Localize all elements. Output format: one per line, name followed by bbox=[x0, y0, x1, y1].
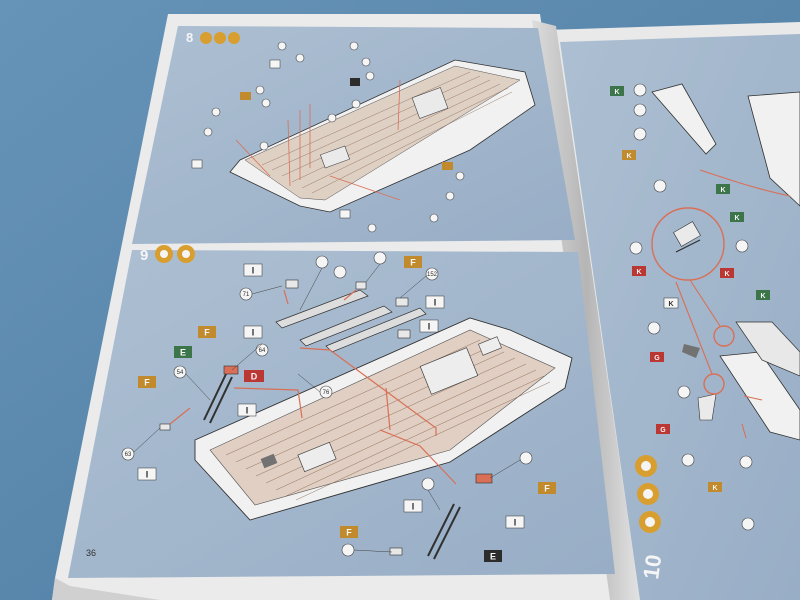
step10-icons bbox=[635, 455, 661, 533]
svg-text:K: K bbox=[760, 293, 765, 300]
svg-text:I: I bbox=[428, 322, 431, 332]
tag-f-right-mid: F bbox=[538, 482, 556, 494]
svg-text:E: E bbox=[490, 552, 496, 562]
svg-text:I: I bbox=[412, 502, 415, 512]
svg-text:I: I bbox=[434, 298, 437, 308]
svg-text:F: F bbox=[204, 328, 210, 338]
tag-f-upper: F bbox=[198, 326, 216, 338]
tag-k-5: K bbox=[632, 266, 646, 276]
step10-panel bbox=[560, 34, 800, 600]
step9-number: 9 bbox=[140, 247, 148, 264]
svg-text:G: G bbox=[654, 355, 660, 362]
svg-text:E: E bbox=[180, 348, 186, 358]
step10-callouts bbox=[629, 83, 755, 531]
tag-k-8: K bbox=[708, 482, 722, 492]
svg-text:F: F bbox=[544, 484, 550, 494]
tag-k-2: K bbox=[622, 150, 636, 160]
tag-e-upper: E bbox=[174, 346, 192, 358]
part-number-71: 71 bbox=[243, 292, 250, 298]
svg-text:D: D bbox=[251, 372, 258, 382]
step8-leader-lines bbox=[235, 79, 401, 201]
step9-hull-drawing bbox=[194, 317, 573, 521]
tag-i-8: I bbox=[403, 499, 423, 513]
left-page-shadow bbox=[52, 578, 160, 600]
tag-f-right-top: F bbox=[404, 256, 422, 268]
svg-text:F: F bbox=[144, 378, 150, 388]
svg-text:K: K bbox=[712, 485, 717, 492]
tag-i-7: I bbox=[505, 515, 525, 529]
svg-text:K: K bbox=[724, 271, 729, 278]
tag-k-9: K bbox=[663, 297, 679, 309]
step10-boat-parts bbox=[651, 83, 800, 441]
tag-i-5: I bbox=[243, 263, 263, 277]
tag-k-1: K bbox=[610, 86, 624, 96]
part-number-76: 76 bbox=[323, 390, 330, 396]
step10-arrows bbox=[675, 169, 791, 439]
step9-ladder-upper bbox=[203, 365, 239, 424]
step10-sprue-tags: K K K K K K K G bbox=[610, 86, 770, 492]
svg-text:I: I bbox=[146, 470, 149, 480]
step9-sprue-tags: E F F D I I I I bbox=[137, 256, 556, 562]
tag-k-7: K bbox=[756, 290, 770, 300]
step9-icons bbox=[155, 245, 195, 263]
step9-part-numbers: 54 63 64 71 76 152 bbox=[125, 272, 438, 458]
step8-tags bbox=[191, 59, 453, 219]
svg-text:K: K bbox=[720, 187, 725, 194]
tag-k-4: K bbox=[730, 212, 744, 222]
tag-i-3: I bbox=[425, 295, 445, 309]
tag-k-6: K bbox=[720, 268, 734, 278]
svg-text:G: G bbox=[660, 427, 666, 434]
step8-hull-drawing bbox=[229, 59, 536, 213]
svg-text:K: K bbox=[668, 301, 673, 308]
tag-f-lower: F bbox=[340, 526, 358, 538]
step8-icons bbox=[200, 32, 240, 44]
tag-f-left: F bbox=[138, 376, 156, 388]
step9-small-parts bbox=[159, 279, 411, 556]
step9-callout-leaders bbox=[133, 263, 521, 553]
svg-text:I: I bbox=[252, 328, 255, 338]
part-number-63: 63 bbox=[125, 452, 132, 458]
tag-i-2: I bbox=[137, 467, 157, 481]
tag-k-3: K bbox=[716, 184, 730, 194]
tag-d: D bbox=[244, 370, 264, 382]
step8-number: 8 bbox=[186, 30, 193, 45]
part-number-152: 152 bbox=[427, 272, 438, 278]
svg-text:K: K bbox=[734, 215, 739, 222]
svg-text:K: K bbox=[636, 269, 641, 276]
svg-text:I: I bbox=[246, 406, 249, 416]
tag-i-1: I bbox=[237, 403, 257, 417]
step10-detail-circles bbox=[651, 207, 735, 395]
part-number-54: 54 bbox=[177, 370, 184, 376]
tag-g-1: G bbox=[650, 352, 664, 362]
svg-text:K: K bbox=[626, 153, 631, 160]
tag-e-lower: E bbox=[484, 550, 502, 562]
tag-i-4: I bbox=[419, 319, 439, 333]
step9-ladder-lower bbox=[427, 473, 493, 560]
tag-g-2: G bbox=[656, 424, 670, 434]
svg-text:K: K bbox=[614, 89, 619, 96]
svg-text:F: F bbox=[346, 528, 352, 538]
part-number-64: 64 bbox=[259, 348, 266, 354]
step8-callouts bbox=[203, 41, 465, 233]
step9-callout-circles bbox=[121, 251, 533, 557]
step9-assembly-arrows bbox=[169, 289, 457, 485]
step10-number: 10 bbox=[638, 553, 666, 581]
svg-text:F: F bbox=[410, 258, 416, 268]
tag-i-6: I bbox=[243, 325, 263, 339]
svg-text:I: I bbox=[514, 518, 517, 528]
svg-text:I: I bbox=[252, 266, 255, 276]
page-number: 36 bbox=[86, 548, 96, 558]
step10-detail-part bbox=[673, 221, 701, 253]
